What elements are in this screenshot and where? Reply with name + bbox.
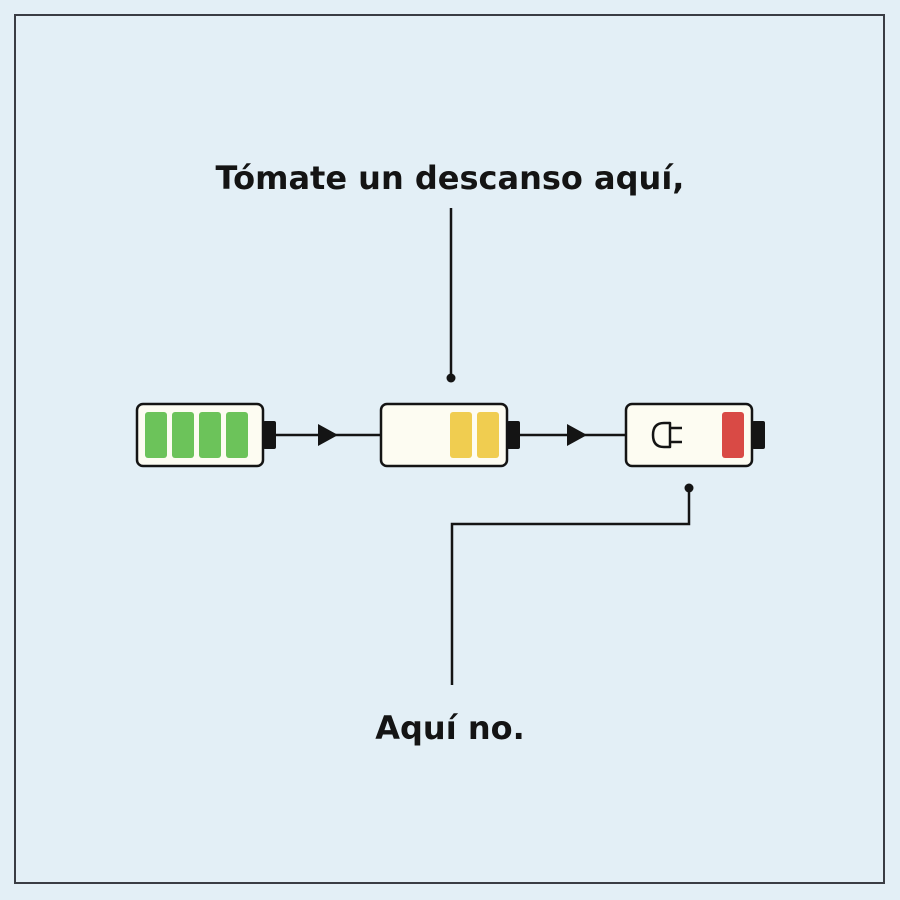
battery-bar [722, 412, 744, 458]
battery-bar [450, 412, 472, 458]
callout-line-bottom [450, 490, 691, 685]
battery-bar [199, 412, 221, 458]
battery-bar [226, 412, 248, 458]
battery-bar [172, 412, 194, 458]
frame-border [14, 14, 885, 884]
callout-dot-bottom [684, 483, 694, 493]
caption-bottom: Aquí no. [375, 709, 525, 747]
callout-dot-top [446, 373, 456, 383]
battery-full [135, 402, 276, 468]
battery-bar [477, 412, 499, 458]
battery-bar [145, 412, 167, 458]
arrow-right-icon [567, 424, 587, 446]
arrow-right-icon [318, 424, 338, 446]
battery-half [379, 402, 520, 468]
caption-top: Tómate un descanso aquí, [215, 159, 685, 197]
battery-low [624, 402, 765, 468]
plug-icon [651, 421, 682, 449]
